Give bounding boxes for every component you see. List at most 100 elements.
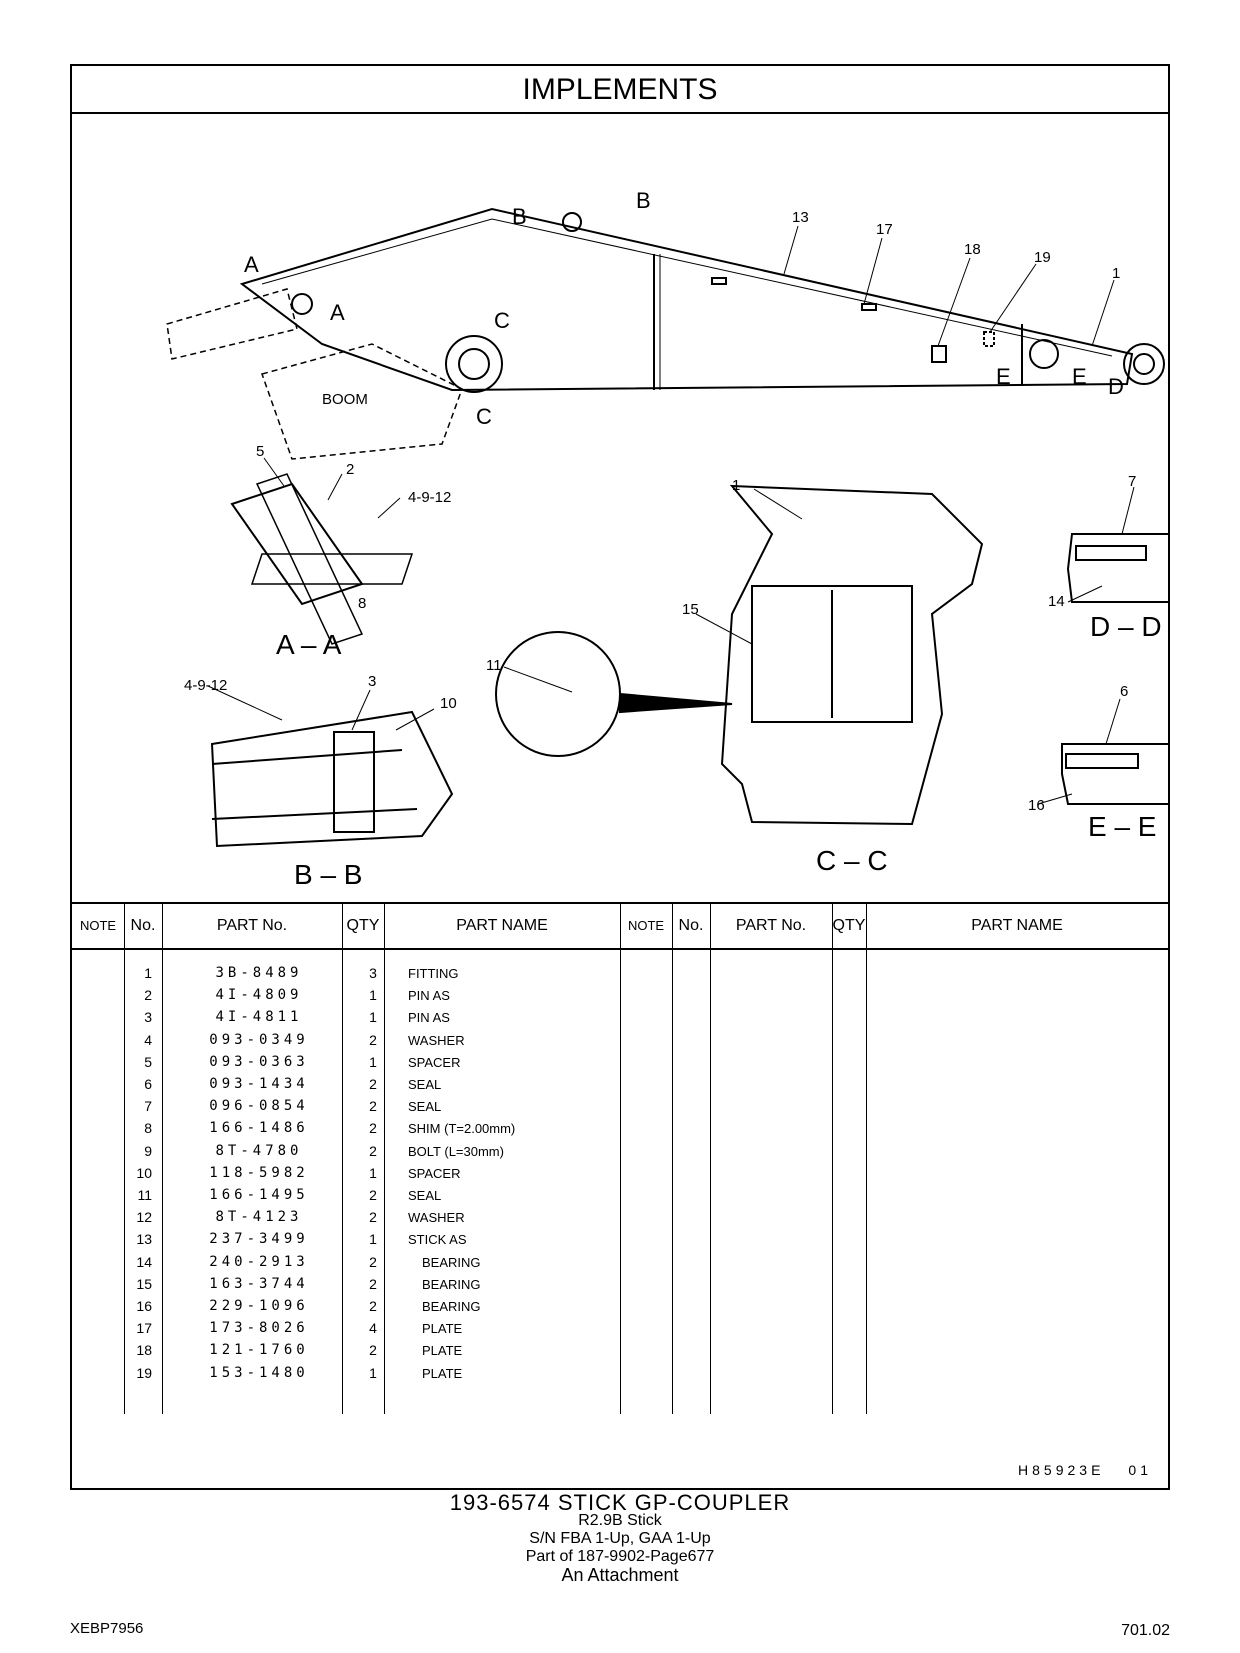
row-part-number: 121-1760 — [209, 1342, 309, 1359]
row-part-number: 8T-4123 — [215, 1209, 303, 1226]
row-quantity: 4 — [369, 1320, 377, 1337]
pin-boss-a — [291, 293, 313, 315]
header-part-no: PART No. — [216, 917, 288, 934]
pin-boss-e — [1029, 339, 1059, 369]
callout-16: 16 — [1028, 797, 1045, 814]
callout-18: 18 — [964, 241, 981, 258]
callout-14: 14 — [1048, 593, 1065, 610]
row-quantity: 2 — [369, 1031, 377, 1048]
row-part-number: 093-0349 — [209, 1031, 309, 1048]
row-part-number: 163-3744 — [209, 1275, 309, 1292]
row-part-number: 229-1096 — [209, 1298, 309, 1314]
row-number: 3 — [144, 1009, 152, 1026]
callout-15: 15 — [682, 601, 699, 618]
section-letter-a1: A — [244, 252, 259, 277]
row-number: 12 — [136, 1209, 152, 1226]
header-qty-2: QTY — [832, 917, 866, 934]
callout-4-9-12-b: 4-9-12 — [184, 677, 227, 694]
row-part-number: 093-1434 — [209, 1076, 309, 1092]
row-number: 13 — [136, 1231, 152, 1248]
row-number: 8 — [144, 1120, 152, 1137]
page-caption: 193-6574 STICK GP-COUPLER R2.9B Stick S/… — [0, 1490, 1240, 1585]
row-part-name: BOLT (L=30mm) — [408, 1143, 504, 1159]
row-part-name: WASHER — [408, 1210, 465, 1226]
callout-4-9-12-a: 4-9-12 — [408, 489, 451, 506]
row-part-number: 240-2913 — [209, 1253, 309, 1270]
section-letter-c1: C — [494, 308, 510, 333]
detail-cc — [495, 484, 984, 826]
row-part-number: 153-1480 — [209, 1364, 309, 1381]
document-id: XEBP7956 — [70, 1620, 144, 1637]
section-letter-e2: E — [1072, 364, 1087, 389]
row-quantity: 1 — [369, 987, 377, 1004]
row-part-name: BEARING — [422, 1299, 481, 1314]
row-part-name: BEARING — [422, 1276, 481, 1292]
header-note-2: NOTE — [627, 918, 665, 933]
row-number: 17 — [136, 1320, 152, 1337]
header-note: NOTE — [79, 918, 117, 933]
section-letter-b1: B — [512, 204, 527, 229]
stick-outline — [239, 207, 1134, 392]
row-part-number: 4I-4811 — [215, 1009, 303, 1026]
row-number: 15 — [136, 1275, 152, 1292]
row-quantity: 2 — [369, 1342, 377, 1359]
row-part-name: PIN AS — [408, 988, 450, 1004]
pin-boss-d — [1123, 343, 1165, 385]
section-letter-d1: D — [1108, 374, 1124, 399]
caption-title: 193-6574 STICK GP-COUPLER — [449, 1490, 791, 1515]
row-quantity: 2 — [369, 1275, 377, 1292]
header-part-no-2: PART No. — [735, 917, 807, 934]
row-number: 10 — [136, 1164, 152, 1181]
header-part-name: PART NAME — [456, 917, 548, 934]
row-part-number: 093-0363 — [209, 1053, 309, 1070]
row-part-name: PLATE — [422, 1343, 463, 1359]
row-quantity: 2 — [369, 1253, 377, 1270]
callout-17: 17 — [876, 221, 893, 238]
row-quantity: 2 — [369, 1187, 377, 1203]
row-quantity: 2 — [369, 1298, 377, 1314]
detail-aa — [230, 473, 414, 645]
pin-boss-c — [445, 335, 503, 393]
row-part-number: 118-5982 — [209, 1164, 309, 1181]
callout-11: 11 — [486, 657, 502, 674]
callout-3: 3 — [368, 673, 376, 690]
section-view-dd: D – D — [1090, 611, 1162, 642]
row-part-name: PIN AS — [408, 1010, 450, 1026]
row-number: 6 — [144, 1076, 152, 1092]
section-letter-c2: C — [476, 404, 492, 429]
row-part-name: SPACER — [408, 1054, 461, 1070]
drawing-revision: 01 — [1128, 1462, 1152, 1478]
section-letter-b2: B — [636, 188, 651, 213]
section-letter-e1: E — [996, 364, 1011, 389]
row-part-name: STICK AS — [408, 1232, 467, 1248]
section-view-aa: A – A — [276, 629, 342, 660]
plate-17b — [861, 303, 877, 311]
row-quantity: 2 — [369, 1209, 377, 1226]
callout-19: 19 — [1034, 249, 1051, 266]
callout-6: 6 — [1120, 683, 1128, 700]
row-part-name: WASHER — [408, 1032, 465, 1048]
page-number: 701.02 — [1121, 1622, 1170, 1639]
callout-7: 7 — [1128, 473, 1136, 490]
callout-13: 13 — [792, 209, 809, 226]
callout-5: 5 — [256, 443, 264, 460]
detail-bb — [210, 710, 454, 848]
parts-sheet: IMPLEMENTS — [70, 64, 1170, 1490]
caption-attachment: An Attachment — [561, 1565, 679, 1585]
table-row: 15 163-3744 2 BEARING — [72, 1273, 1168, 1296]
callout-1: 1 — [1112, 265, 1120, 282]
row-number: 5 — [144, 1053, 152, 1070]
row-part-name: PLATE — [422, 1321, 463, 1337]
row-quantity: 1 — [369, 1164, 377, 1181]
row-number: 4 — [144, 1031, 152, 1048]
row-number: 9 — [144, 1142, 152, 1159]
